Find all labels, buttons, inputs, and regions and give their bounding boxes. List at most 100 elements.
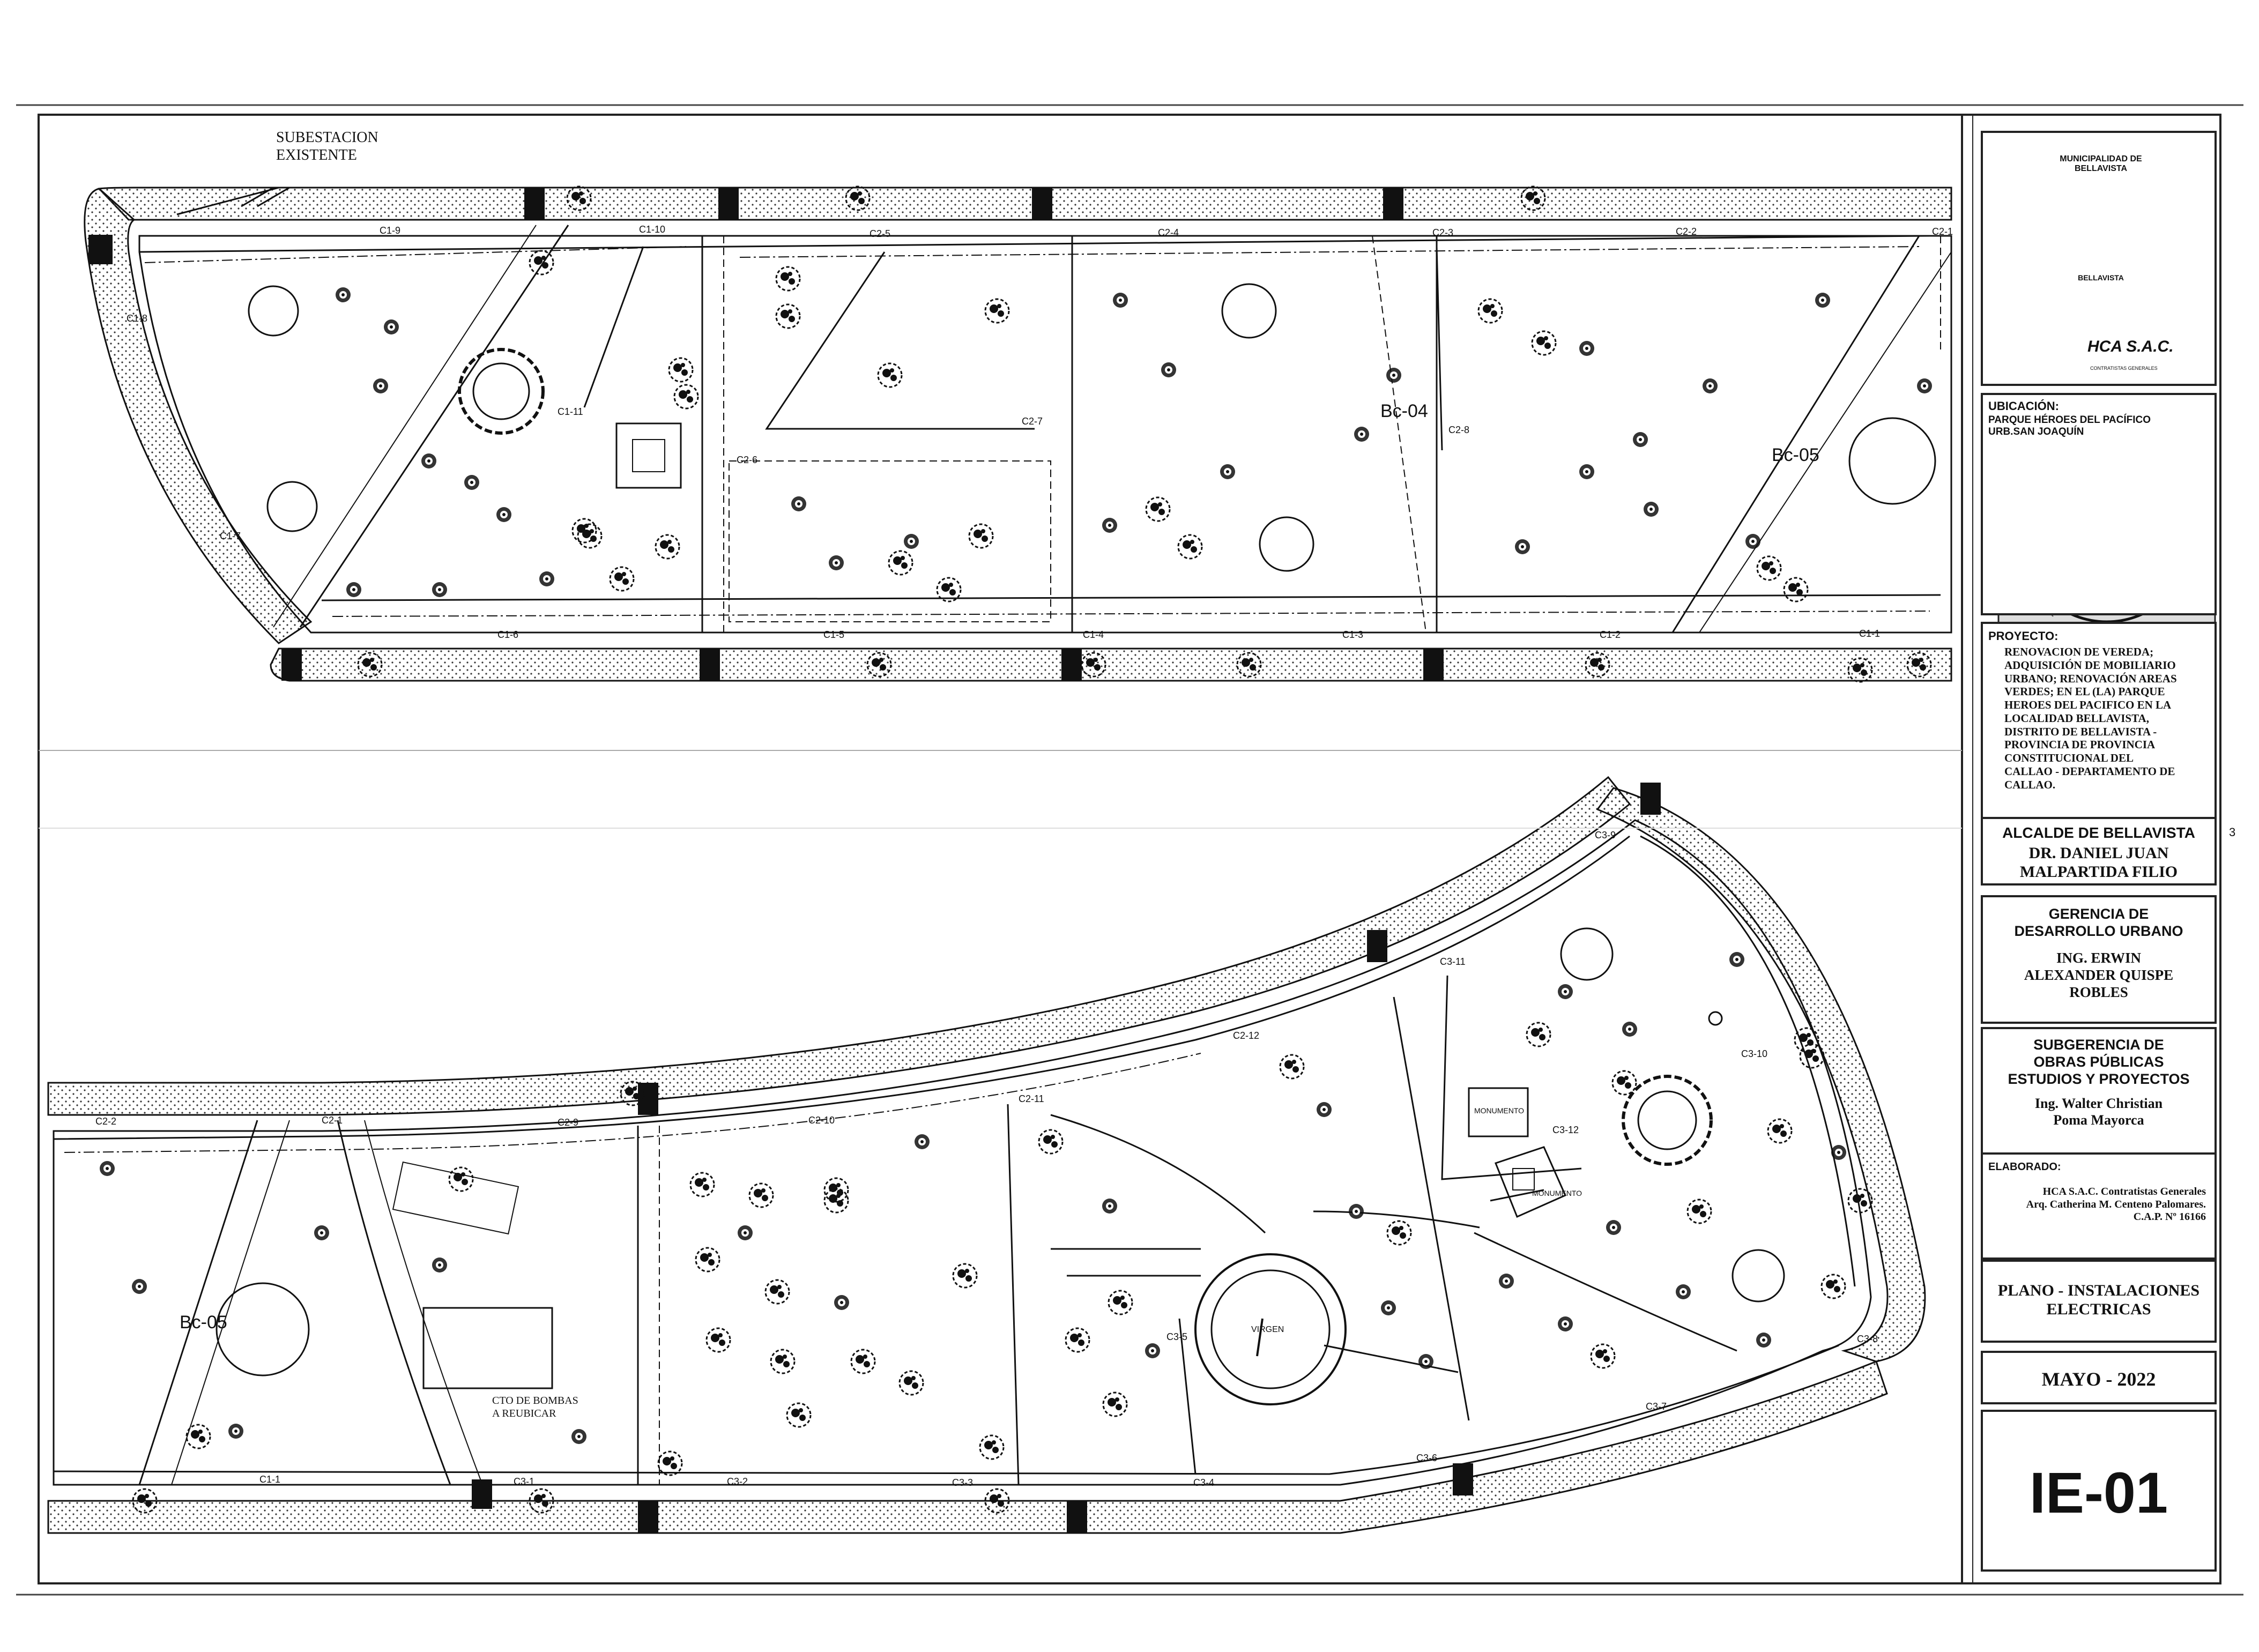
zone-label-bc04: Bc-04 (1380, 401, 1428, 421)
circuit-label: C2-1 (1932, 226, 1953, 237)
circuit-label: C1-8 (127, 313, 148, 324)
urban-development-name: ING. ERWIN ALEXANDER QUISPE ROBLES (1983, 950, 2215, 1001)
circuit-label: C3-10 (1741, 1048, 1768, 1059)
public-works-name: Ing. Walter Christian Poma Mayorca (1983, 1096, 2215, 1128)
pump-room-line1: CTO DE BOMBAS (492, 1395, 578, 1407)
upper-park (84, 185, 1952, 683)
circuit-label: C3-6 (1416, 1453, 1438, 1463)
plan-title: PLANO - INSTALACIONES ELECTRICAS (1983, 1281, 2215, 1319)
project-heading: PROYECTO: (1988, 629, 2059, 643)
urban-title-line1: GERENCIA DE (2048, 906, 2149, 922)
location-heading: UBICACIÓN: (1988, 399, 2059, 413)
circuit-label: C1-10 (639, 224, 666, 235)
project-line: LOCALIDAD BELLAVISTA, (2004, 711, 2149, 725)
public-works-box: SUBGERENCIA DE OBRAS PÚBLICAS ESTUDIOS Y… (1981, 1027, 2217, 1156)
circuit-label: C3-9 (1595, 830, 1616, 840)
works-name-line1: Ing. Walter Christian (2034, 1096, 2163, 1111)
contractor-logo-text: HCA S.A.C. (2087, 338, 2174, 355)
urban-name-line1: ING. ERWIN (2056, 950, 2142, 966)
mayor-name-line1: DR. DANIEL JUAN (2028, 844, 2169, 862)
monument-label: MONUMENTO (1532, 1189, 1582, 1197)
project-line: RENOVACION DE VEREDA; (2004, 645, 2154, 658)
urban-name-line2: ALEXANDER QUISPE (2024, 966, 2174, 983)
substation-label: SUBESTACION EXISTENTE (276, 129, 378, 164)
zone-label-bc05-upper: Bc-05 (1772, 445, 1819, 465)
circuit-label: C1-3 (1342, 629, 1364, 640)
circuit-label: C2-4 (1158, 227, 1179, 238)
circuit-label: C3-7 (1646, 1401, 1667, 1412)
urban-development-box: GERENCIA DE DESARROLLO URBANO ING. ERWIN… (1981, 895, 2217, 1024)
circuit-label: C2-9 (558, 1117, 579, 1128)
date-box: MAYO - 2022 (1981, 1351, 2217, 1404)
project-line: PROVINCIA DE PROVINCIA (2004, 738, 2156, 751)
circuit-label: C2-3 (1432, 227, 1454, 238)
pump-room-label: CTO DE BOMBAS A REUBICAR (492, 1395, 578, 1420)
pump-room-line2: A REUBICAR (492, 1407, 556, 1419)
works-title-line3: ESTUDIOS Y PROYECTOS (2008, 1070, 2190, 1087)
project-line: CALLAO - DEPARTAMENTO DE (2004, 764, 2175, 778)
circuit-label: C3-12 (1552, 1125, 1579, 1135)
circuit-label: C2-5 (870, 228, 891, 239)
contractor-tagline: CONTRATISTAS GENERALES (2090, 366, 2158, 371)
mayor-title: ALCALDE DE BELLAVISTA (2002, 824, 2195, 841)
circuit-label: C1-6 (497, 629, 519, 640)
sheet-number-box: IE-01 (1981, 1410, 2217, 1572)
urban-development-title: GERENCIA DE DESARROLLO URBANO (1983, 906, 2215, 940)
project-line: CALLAO. (2004, 778, 2056, 791)
works-name-line2: Poma Mayorca (2053, 1112, 2144, 1128)
prepared-line2: Arq. Catherina M. Centeno Palomares. (2026, 1198, 2206, 1210)
works-title-line2: OBRAS PÚBLICAS (2033, 1053, 2164, 1070)
circuit-label: C2-1 (322, 1115, 343, 1126)
monument-label: MONUMENTO (1474, 1106, 1525, 1115)
municipal-logo-subtext: BELLAVISTA (2078, 273, 2124, 282)
circuit-label: C2-2 (1676, 226, 1697, 237)
circuit-label: C2-7 (1022, 416, 1043, 427)
project-line: CONSTITUCIONAL DEL (2004, 751, 2134, 765)
circuit-label: C3-1 (514, 1476, 535, 1487)
plan-title-box: PLANO - INSTALACIONES ELECTRICAS (1981, 1260, 2217, 1343)
circuit-label: C1-9 (380, 225, 401, 236)
circuit-label: C3-4 (1193, 1477, 1215, 1488)
location-text: PARQUE HÉROES DEL PACÍFICO URB.SAN JOAQU… (1988, 414, 2151, 438)
circuit-label: C2-6 (737, 455, 758, 465)
circuit-label: C3-3 (952, 1477, 974, 1488)
sheet-number: IE-01 (2029, 1460, 2168, 1525)
circuit-label: C2-11 (1019, 1093, 1044, 1104)
substation-label-line1: SUBESTACION (276, 129, 378, 146)
circuit-label: C2-10 (808, 1115, 835, 1126)
margin-mark: 3 (2229, 825, 2236, 839)
circuit-label: C3-11 (1440, 956, 1466, 967)
project-line: HEROES DEL PACIFICO EN LA (2004, 698, 2172, 712)
plan-title-line1: PLANO - INSTALACIONES (1997, 1282, 2200, 1299)
circuit-label: C1-7 (220, 531, 241, 541)
location-box: UBICACIÓN: PARQUE HÉROES DEL PACÍFICO UR… (1981, 393, 2217, 615)
urban-title-line2: DESARROLLO URBANO (2014, 922, 2183, 939)
circuit-label: C1-1 (259, 1474, 281, 1485)
mayor-box: ALCALDE DE BELLAVISTA DR. DANIEL JUAN MA… (1981, 817, 2217, 885)
prepared-heading: ELABORADO: (1988, 1161, 2061, 1173)
zone-label-bc05-lower: Bc-05 (180, 1312, 227, 1333)
sheet-border (38, 114, 2221, 1584)
project-description: RENOVACION DE VEREDA; ADQUISICIÓN DE MOB… (2004, 645, 2177, 791)
circuit-label: C1-4 (1083, 629, 1104, 640)
circuit-label: C2-2 (95, 1116, 117, 1127)
circuit-label: C1-11 (558, 406, 583, 417)
circuit-label: C1-2 (1600, 629, 1621, 640)
logo-box: MUNICIPALIDAD DE BELLAVISTA BELLAVISTA H… (1981, 131, 2217, 386)
circuit-label: C1-1 (1859, 628, 1881, 639)
project-line: URBANO; RENOVACIÓN AREAS (2004, 672, 2177, 685)
mayor-name-line2: MALPARTIDA FILIO (2019, 863, 2178, 881)
project-line: ADQUISICIÓN DE MOBILIARIO (2004, 658, 2176, 672)
substation-label-line2: EXISTENTE (276, 147, 357, 164)
circuit-label: C1-5 (823, 629, 845, 640)
urban-name-line3: ROBLES (2069, 984, 2128, 1000)
plan-title-line2: ELECTRICAS (2046, 1300, 2151, 1319)
circuit-label: C2-8 (1448, 425, 1470, 435)
municipal-logo-text: MUNICIPALIDAD DE BELLAVISTA (2060, 154, 2142, 173)
project-line: VERDES; EN EL (LA) PARQUE (2004, 685, 2165, 698)
location-line1: PARQUE HÉROES DEL PACÍFICO (1988, 414, 2151, 426)
project-box: PROYECTO: RENOVACION DE VEREDA; ADQUISIC… (1981, 622, 2217, 821)
prepared-line1: HCA S.A.C. Contratistas Generales (2042, 1186, 2206, 1197)
prepared-line3: C.A.P. Nº 16166 (2133, 1211, 2206, 1223)
circuit-label: C2-12 (1233, 1030, 1260, 1041)
